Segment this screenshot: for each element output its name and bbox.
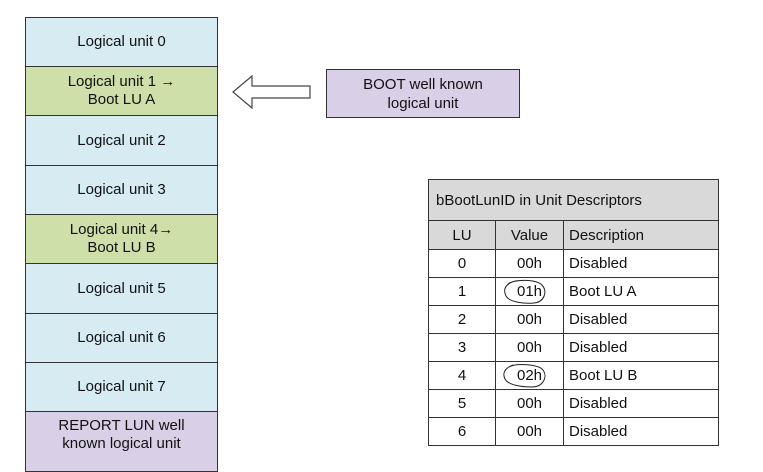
table-row: 3 00h Disabled xyxy=(428,333,719,362)
table-row: 0 00h Disabled xyxy=(428,249,719,278)
cell-description: Boot LU B xyxy=(563,361,719,390)
cell-lu: 1 xyxy=(428,277,496,306)
logical-unit-5: Logical unit 5 xyxy=(25,264,218,314)
header-lu: LU xyxy=(428,220,496,250)
cell-value: 00h xyxy=(495,333,564,362)
cell-description: Disabled xyxy=(563,305,719,334)
cell-lu: 3 xyxy=(428,333,496,362)
table-row: 5 00h Disabled xyxy=(428,389,719,418)
boot-lun-table: bBootLunID in Unit Descriptors LU Value … xyxy=(428,179,719,446)
cell-description: Boot LU A xyxy=(563,277,719,306)
table-row: 2 00h Disabled xyxy=(428,305,719,334)
logical-unit-1: Logical unit 1 → Boot LU A xyxy=(25,67,218,116)
boot-well-known-unit: BOOT well known logical unit xyxy=(326,69,520,118)
header-description: Description xyxy=(563,220,719,250)
table-row: 6 00h Disabled xyxy=(428,417,719,446)
cell-lu: 5 xyxy=(428,389,496,418)
cell-lu: 6 xyxy=(428,417,496,446)
header-value: Value xyxy=(495,220,564,250)
cell-value: 00h xyxy=(495,305,564,334)
cell-value-text: 02h xyxy=(516,367,543,384)
cell-value-circled: 02h xyxy=(495,361,564,390)
cell-value: 00h xyxy=(495,417,564,446)
table-row: 4 02h Boot LU B xyxy=(428,361,719,390)
logical-unit-2: Logical unit 2 xyxy=(25,116,218,166)
cell-description: Disabled xyxy=(563,333,719,362)
logical-unit-3: Logical unit 3 xyxy=(25,166,218,215)
cell-description: Disabled xyxy=(563,389,719,418)
logical-unit-stack: Logical unit 0 Logical unit 1 → Boot LU … xyxy=(25,17,218,472)
cell-value: 00h xyxy=(495,389,564,418)
report-lun-unit: REPORT LUN well known logical unit xyxy=(25,412,218,472)
cell-description: Disabled xyxy=(563,417,719,446)
logical-unit-6: Logical unit 6 xyxy=(25,314,218,363)
cell-value-text: 01h xyxy=(516,283,543,300)
cell-value-circled: 01h xyxy=(495,277,564,306)
table-row: 1 01h Boot LU A xyxy=(428,277,719,306)
logical-unit-7: Logical unit 7 xyxy=(25,363,218,412)
cell-value: 00h xyxy=(495,249,564,278)
cell-description: Disabled xyxy=(563,249,719,278)
table-title: bBootLunID in Unit Descriptors xyxy=(428,179,719,221)
cell-lu: 2 xyxy=(428,305,496,334)
logical-unit-4: Logical unit 4→ Boot LU B xyxy=(25,215,218,264)
cell-lu: 0 xyxy=(428,249,496,278)
left-arrow-icon xyxy=(232,75,311,109)
cell-lu: 4 xyxy=(428,361,496,390)
logical-unit-0: Logical unit 0 xyxy=(25,17,218,67)
